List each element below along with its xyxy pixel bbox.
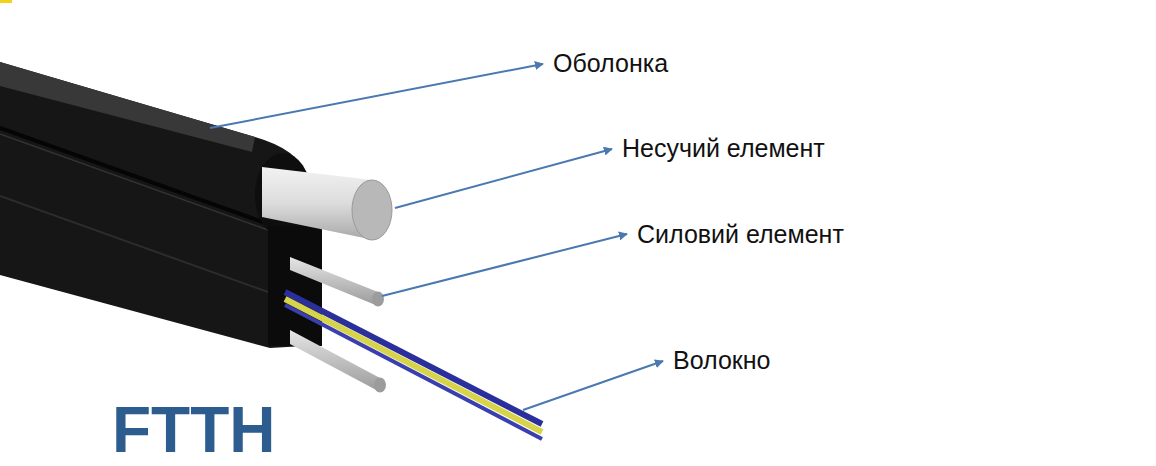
diagram-title: FTTH [112,398,276,462]
leader-arrow [523,361,663,410]
fiber [285,292,542,424]
leader-arrow [382,234,627,296]
leader-arrow [210,64,543,128]
strength-rod-end [372,292,384,307]
sheath-end [268,226,322,346]
part-label: Волокно [673,345,770,375]
sheath-groove [0,134,268,230]
fiber [285,305,542,439]
part-label: Силовий елемент [637,219,844,249]
fiber [285,299,542,432]
sheath-groove [0,196,268,292]
corner-mark [0,0,12,3]
sheath-highlight [0,62,255,152]
part-label: Несучий елемент [622,133,825,163]
messenger-rod-end [352,180,392,240]
part-label: Оболонка [553,48,668,78]
strength-rod-end [374,378,386,393]
leader-arrow [395,149,612,208]
